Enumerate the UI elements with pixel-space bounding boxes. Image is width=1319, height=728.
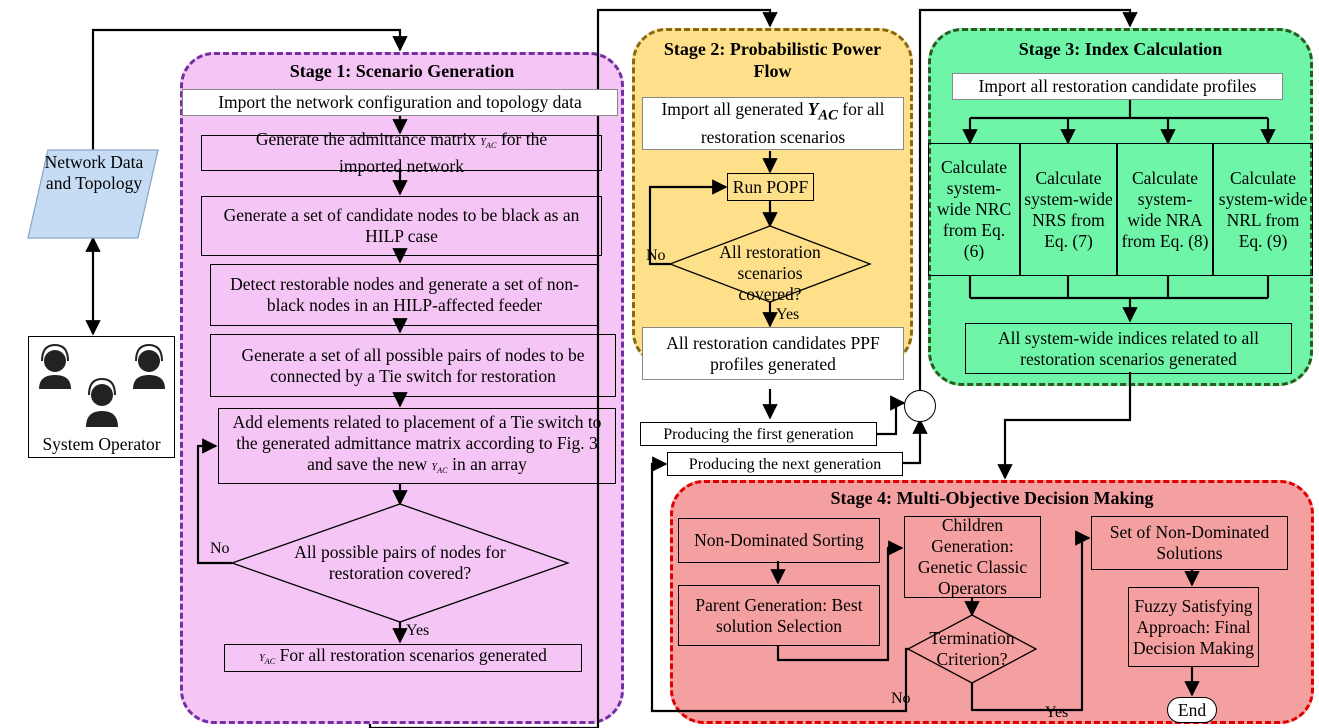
yac-symbol-2: YAC [431, 461, 448, 475]
calc-nrs-box: Calculate system-wide NRS from Eq. (7) [1020, 143, 1117, 276]
stage2-container [632, 28, 913, 366]
non-dominated-solutions-box: Set of Non-Dominated Solutions [1091, 516, 1288, 570]
import-yac-box: Import all generated YAC for all restora… [642, 97, 904, 150]
stage4-no-label: No [891, 690, 911, 707]
system-indices-box: All system-wide indices related to all r… [965, 323, 1292, 374]
yac-sub-2: AC [437, 465, 448, 475]
import-yac-text-b: for all restoration scenarios [700, 99, 885, 147]
stage1-yes-label: Yes [406, 622, 430, 639]
first-generation-box: Producing the first generation [640, 422, 877, 446]
admittance-text-b: for the imported network [339, 129, 548, 176]
yac-sub: AC [485, 141, 497, 150]
stage1-no-label: No [210, 540, 230, 557]
calc-nra-box: Calculate system-wide NRA from Eq. (8) [1117, 143, 1213, 276]
add-elements-box: Add elements related to placement of a T… [218, 408, 616, 484]
non-dominated-sorting-box: Non-Dominated Sorting [678, 518, 880, 563]
stage4-container [670, 480, 1314, 724]
stage3-title: Stage 3: Index Calculation [1018, 39, 1223, 59]
end-terminal: End [1167, 697, 1217, 723]
system-operator-box: System Operator [28, 336, 175, 458]
stage1-decision-text: All possible pairs of nodes for restorat… [294, 542, 506, 583]
calc-nrl-box: Calculate system-wide NRL from Eq. (9) [1213, 143, 1313, 276]
network-data-label: Network Data and Topology [44, 152, 144, 193]
parent-generation-box: Parent Generation: Best solution Selecti… [678, 585, 880, 646]
yac-symbol: YAC [480, 137, 497, 150]
admittance-matrix-box: Generate the admittance matrix YAC for t… [201, 129, 602, 176]
stage4-yes-label: Yes [1045, 704, 1069, 721]
termination-decision-text: Termination Criterion? [929, 628, 1015, 669]
import-profiles-box: Import all restoration candidate profile… [952, 73, 1283, 100]
import-yac-text-a: Import all generated [661, 99, 804, 120]
yac-bold-symbol: YAC [807, 99, 838, 124]
stage1-title: Stage 1: Scenario Generation [289, 61, 515, 81]
add-elements-text-a: Add elements related to placement of a T… [232, 411, 602, 474]
yac-y: Y [480, 137, 486, 148]
yac-y-2: Y [431, 461, 438, 473]
yac-y-3: Y [259, 652, 265, 664]
fuzzy-satisfying-box: Fuzzy Satisfying Approach: Final Decisio… [1128, 587, 1259, 667]
junction-circle [904, 390, 936, 422]
stage2-yes-label: Yes [776, 306, 800, 323]
all-scenarios-text: For all restoration scenarios generated [279, 644, 547, 665]
yac-bold-sub: AC [818, 107, 838, 124]
yac-sub-3: AC [264, 656, 276, 666]
children-generation-box: Children Generation: Genetic Classic Ope… [904, 515, 1041, 598]
system-operator-label: System Operator [42, 434, 161, 454]
next-generation-box: Producing the next generation [667, 452, 903, 476]
add-elements-text-b: in an array [452, 453, 527, 474]
stage2-no-label: No [646, 247, 666, 264]
operator-headset-icon [39, 343, 165, 427]
yac-symbol-3: YAC [259, 652, 276, 666]
candidate-nodes-box: Generate a set of candidate nodes to be … [201, 196, 602, 256]
yac-bold-y: Y [807, 99, 819, 120]
stage2-title: Stage 2: Probabilistic Power Flow [663, 39, 882, 81]
restorable-nodes-box: Detect restorable nodes and generate a s… [210, 264, 599, 326]
ppf-profiles-box: All restoration candidates PPF profiles … [642, 327, 904, 380]
run-popf-box: Run POPF [727, 173, 814, 201]
tie-switch-pairs-box: Generate a set of all possible pairs of … [210, 334, 616, 397]
admittance-text-a: Generate the admittance matrix [255, 129, 476, 149]
stage4-title: Stage 4: Multi-Objective Decision Making [830, 488, 1154, 508]
import-network-box: Import the network configuration and top… [182, 89, 618, 116]
stage2-decision-text: All restoration scenarios covered? [719, 242, 821, 304]
calc-nrc-box: Calculate system-wide NRC from Eq. (6) [928, 143, 1020, 276]
all-scenarios-generated-box: YAC For all restoration scenarios genera… [224, 644, 582, 672]
